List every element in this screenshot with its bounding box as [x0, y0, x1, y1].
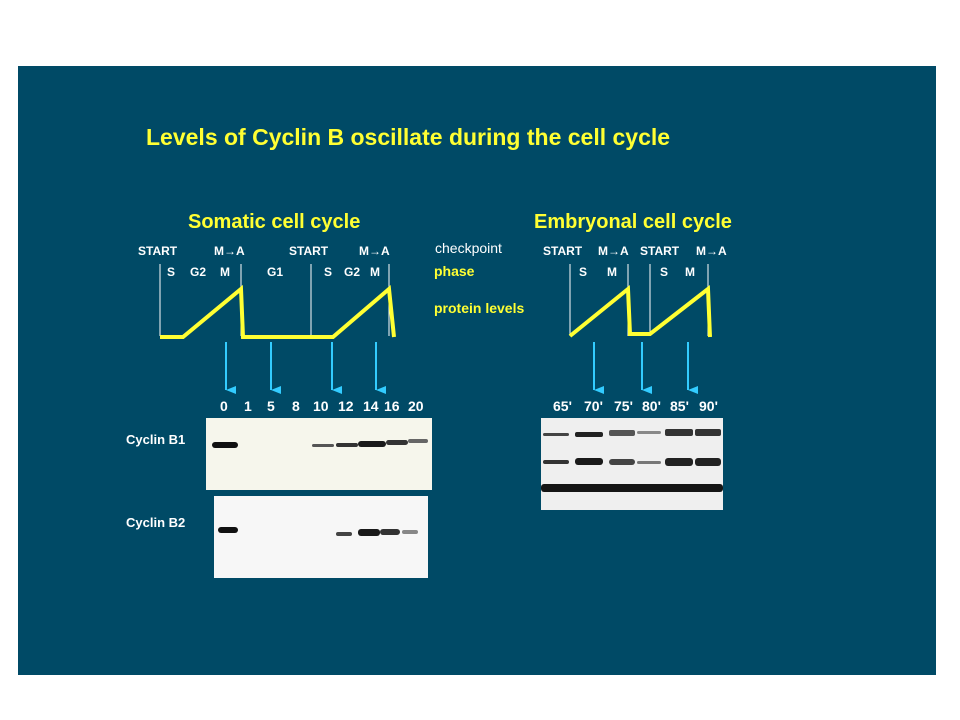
somatic-time-16: 16 [384, 398, 400, 414]
legend-phase: phase [434, 263, 475, 279]
somatic-time-8: 8 [292, 398, 300, 414]
embryonal-protein-curve [568, 284, 712, 338]
emb-mid-band-2 [575, 458, 603, 465]
slide-title: Levels of Cyclin B oscillate during the … [146, 124, 671, 150]
somatic-phase-g2-1: G2 [190, 265, 207, 279]
somatic-checkpoint-ma-2: M→A [359, 244, 390, 258]
emb-mid-band-4 [637, 461, 661, 464]
cyclin-b1-band-16 [386, 440, 408, 445]
cyclin-b1-band-0 [212, 442, 238, 448]
somatic-time-12: 12 [338, 398, 354, 414]
somatic-time-1: 1 [244, 398, 252, 414]
embryonal-checkpoint-start-1: START [543, 244, 583, 258]
embryonal-phase-s-2: S [660, 265, 669, 279]
cyclin-b2-band-10 [336, 532, 352, 536]
somatic-time-0: 0 [220, 398, 228, 414]
emb-mid-band-1 [543, 460, 569, 464]
emb-mid-band-6 [695, 458, 721, 466]
somatic-time-14: 14 [363, 398, 379, 414]
cyclin-b2-blot [214, 496, 428, 578]
cyclin-b1-band-14 [358, 441, 386, 447]
cyclin-b1-band-20 [408, 439, 428, 443]
slide: Levels of Cyclin B oscillate during the … [18, 66, 936, 675]
embryonal-phase-m-1: M [607, 265, 617, 279]
legend-protein-levels: protein levels [434, 300, 525, 316]
embryonal-time-85: 85' [670, 398, 689, 414]
cycle-diagram [159, 264, 712, 394]
somatic-phase-m-2: M [370, 265, 380, 279]
embryonal-checkpoint-ma-1: M→A [598, 244, 629, 258]
cyclin-b2-label: Cyclin B2 [126, 515, 186, 530]
embryonal-phase-s-1: S [579, 265, 588, 279]
emb-mid-band-5 [665, 458, 693, 466]
cyclin-b1-blot [206, 418, 432, 490]
cyclin-b2-band-14 [380, 529, 400, 535]
embryonal-time-65: 65' [553, 398, 572, 414]
emb-top-band-5 [665, 429, 693, 436]
somatic-title: Somatic cell cycle [188, 211, 361, 233]
emb-top-band-1 [543, 433, 569, 436]
embryonal-time-80: 80' [642, 398, 661, 414]
somatic-time-20: 20 [408, 398, 424, 414]
embryonal-phase-m-2: M [685, 265, 695, 279]
cyclin-b2-band-16 [402, 530, 418, 534]
somatic-phase-g1: G1 [267, 265, 284, 279]
cyclin-b1-blot-bg [206, 418, 432, 490]
emb-bottom-band [541, 484, 723, 492]
emb-top-band-6 [695, 429, 721, 436]
embryonal-checkpoint-start-2: START [640, 244, 680, 258]
emb-top-band-2 [575, 432, 603, 437]
somatic-phase-m-1: M [220, 265, 230, 279]
embryonal-time-75: 75' [614, 398, 633, 414]
somatic-checkpoint-ma-1: M→A [214, 244, 245, 258]
embryonal-title: Embryonal cell cycle [534, 211, 732, 233]
cyclin-b2-blot-bg [214, 496, 428, 578]
embryonal-time-90: 90' [699, 398, 718, 414]
legend-checkpoint: checkpoint [435, 240, 502, 256]
somatic-checkpoint-start-2: START [289, 244, 329, 258]
embryonal-time-70: 70' [584, 398, 603, 414]
cyclin-b2-band-0 [218, 527, 238, 533]
somatic-checkpoint-start-1: START [138, 244, 178, 258]
somatic-phase-s-2: S [324, 265, 333, 279]
cyclin-b1-label: Cyclin B1 [126, 432, 186, 447]
emb-top-band-4 [637, 431, 661, 434]
somatic-time-10: 10 [313, 398, 329, 414]
somatic-phase-s-1: S [167, 265, 176, 279]
somatic-time-5: 5 [267, 398, 275, 414]
cyclin-b1-band-12 [336, 443, 358, 447]
emb-mid-band-3 [609, 459, 635, 465]
embryonal-blot [541, 418, 723, 510]
somatic-protein-curve [160, 284, 396, 339]
emb-top-band-3 [609, 430, 635, 436]
cyclin-b2-band-12 [358, 529, 380, 536]
cyclin-b1-band-10 [312, 444, 334, 447]
somatic-phase-g2-2: G2 [344, 265, 361, 279]
embryonal-checkpoint-ma-2: M→A [696, 244, 727, 258]
